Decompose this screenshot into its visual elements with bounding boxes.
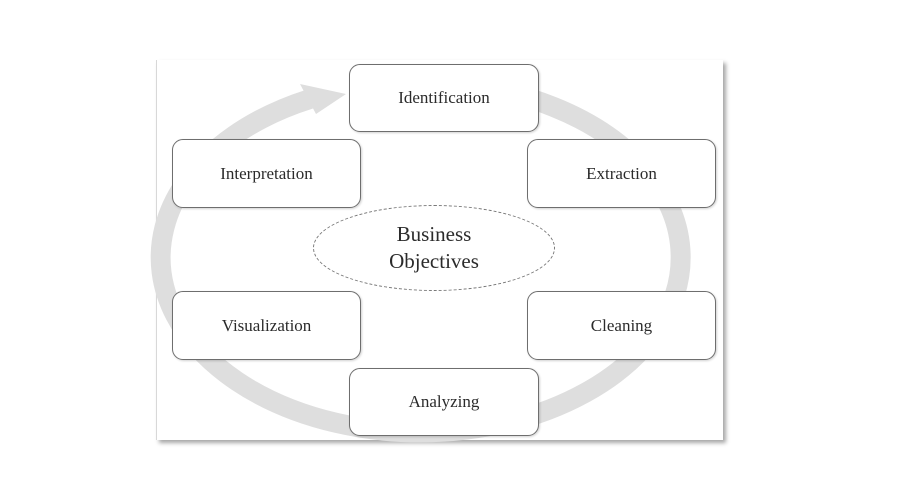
step-cleaning: Cleaning xyxy=(527,291,716,360)
step-identification: Identification xyxy=(349,64,539,132)
cycle-arrowhead xyxy=(300,84,346,114)
center-label-line2: Objectives xyxy=(389,249,479,273)
step-analyzing-label: Analyzing xyxy=(408,392,480,411)
center-label-line1: Business xyxy=(396,222,472,246)
step-cleaning-label: Cleaning xyxy=(590,315,653,335)
step-interpretation-label: Interpretation xyxy=(220,163,313,183)
business-objectives-ellipse: Business Objectives xyxy=(313,205,555,291)
step-interpretation: Interpretation xyxy=(172,139,361,208)
step-visualization-label: Visualization xyxy=(221,315,312,335)
step-extraction-label: Extraction xyxy=(586,163,657,183)
step-visualization: Visualization xyxy=(172,291,361,360)
step-extraction: Extraction xyxy=(527,139,716,208)
step-analyzing: Analyzing xyxy=(349,368,539,436)
step-identification-label: Identification xyxy=(398,88,490,107)
